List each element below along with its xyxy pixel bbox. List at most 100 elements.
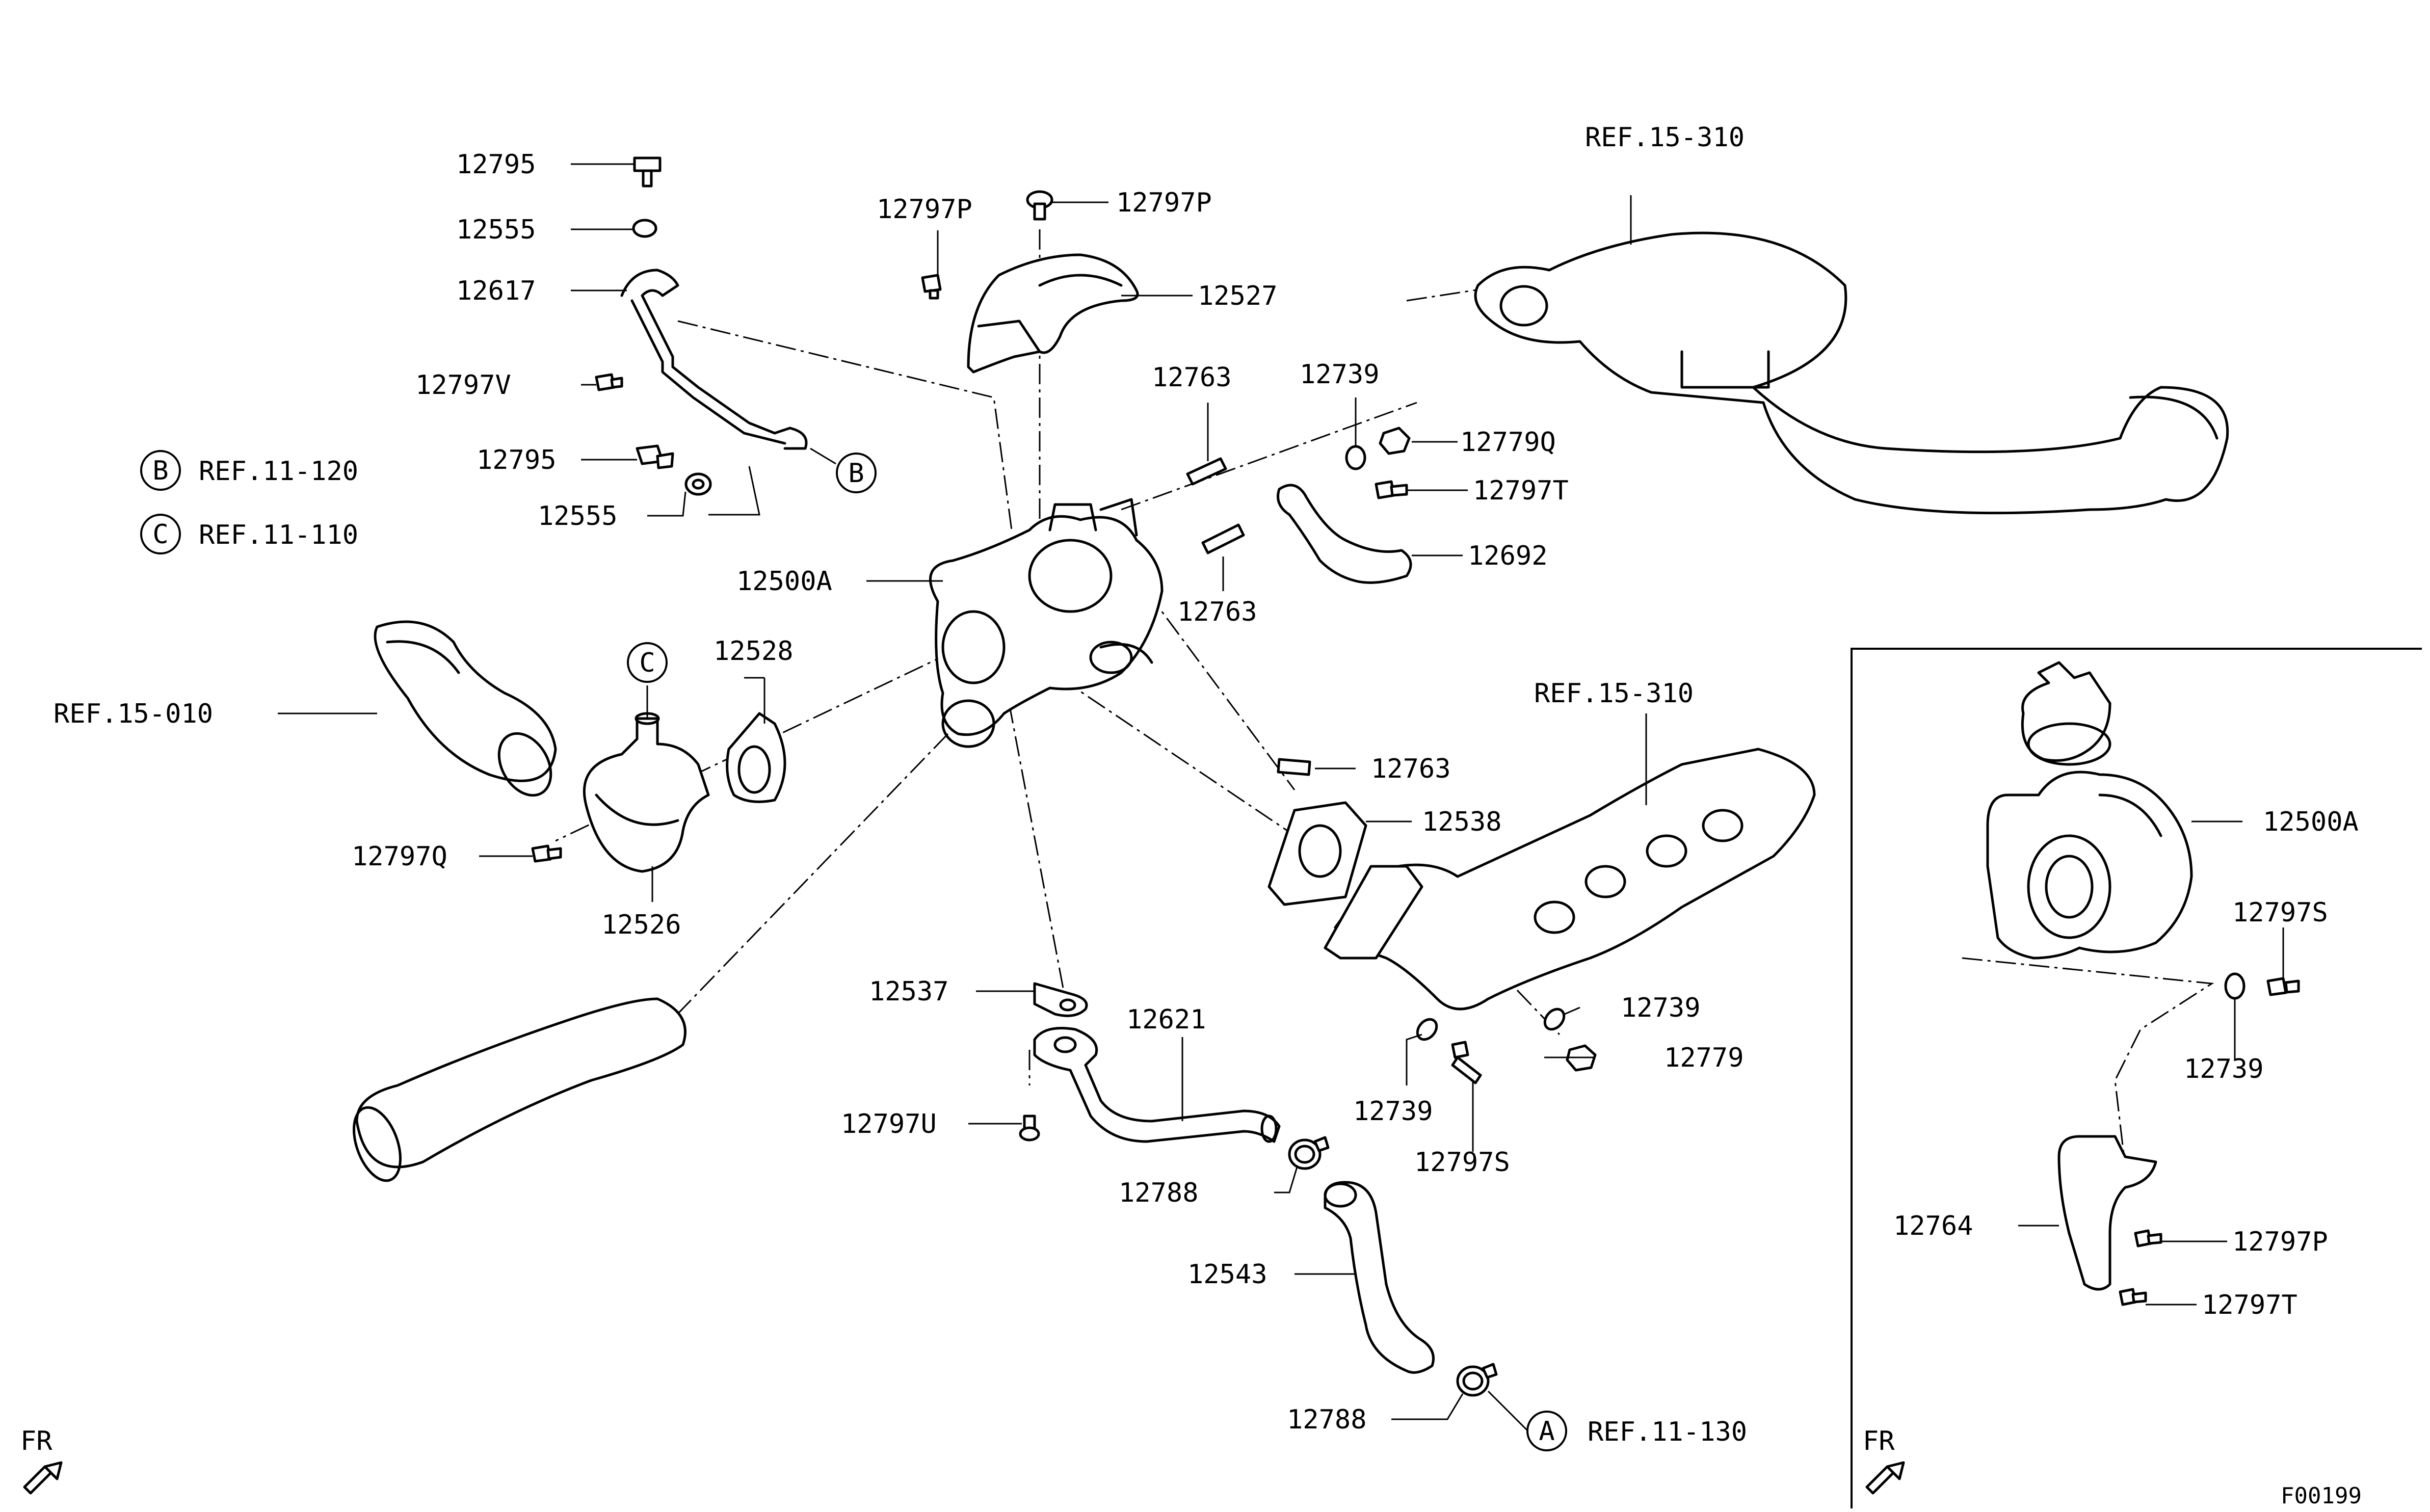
label-12763-c: 12763 [1371,754,1451,784]
turbocharger-inset [1986,661,2193,960]
callout-b-letter: B [848,458,864,489]
washer-12555-top [632,219,657,238]
washer-12739-top [1345,445,1366,470]
callout-b-marker: B [836,453,877,493]
fr-arrow-icon [23,1461,63,1495]
ref-c-marker: C [152,519,168,550]
washer-12739-b [1543,1007,1566,1031]
label-12764: 12764 [1893,1211,1973,1241]
label-12617: 12617 [456,276,536,306]
bolt-12797u [1019,1115,1040,1142]
front-indicator-main: FR [20,1426,63,1495]
oil-return-pipe [1033,1027,1281,1143]
label-12763-a: 12763 [1152,362,1232,393]
ref-b-text: REF.11-120 [199,456,358,487]
label-12779q: 12779Q [1460,427,1556,458]
label-12555-mid: 12555 [538,501,618,532]
label-12739-a: 12739 [1353,1096,1433,1127]
label-12538: 12538 [1422,807,1502,837]
ref-15-010: REF.15-010 [54,699,213,729]
gasket-12528 [726,712,786,803]
bracket-12764 [2057,1135,2157,1291]
ref-15-310-mid: REF.15-310 [1534,678,1694,709]
hose-12543 [1324,1181,1435,1374]
ref-b: B REF.11-120 [140,450,358,491]
ref-b-marker: B [152,456,168,486]
bolt-12797v [595,373,623,391]
bolt-12797s-a [1451,1041,1482,1084]
bolt-12797t [1375,480,1408,499]
label-12739-inset: 12739 [2184,1054,2264,1084]
fr-label-inset: FR [1863,1426,1895,1456]
label-12797s-inset: 12797S [2232,897,2328,928]
bolt-12797p-inset [2134,1229,2162,1248]
bolt-12797p-left [921,274,942,300]
label-12797v: 12797V [415,370,511,401]
washer-12739-a [1416,1018,1438,1041]
ref-a: A REF.11-130 [1526,1411,1747,1451]
label-12797u: 12797U [841,1109,937,1139]
bolt-12797t-inset [2119,1288,2147,1306]
air-intake-hose [374,620,557,797]
label-12797t: 12797T [1473,475,1569,506]
fr-label-main: FR [20,1426,52,1456]
label-12797p-right: 12797P [1116,188,1212,218]
label-12739-top: 12739 [1300,359,1380,390]
label-12788-b: 12788 [1287,1404,1367,1435]
label-12528: 12528 [714,636,794,667]
label-12797s-a: 12797S [1414,1147,1510,1178]
washer-12555-mid [684,472,712,496]
clamp-12788-a [1288,1136,1330,1170]
label-12797q: 12797Q [352,841,447,872]
label-12692: 12692 [1468,541,1548,571]
ref-a-marker: A [1539,1416,1554,1447]
label-12500a-main: 12500A [736,566,832,597]
label-12763-b: 12763 [1177,597,1257,627]
gasket-12537 [1033,982,1088,1017]
label-12526: 12526 [601,910,681,940]
water-outlet-12526 [583,712,710,873]
label-12795-top: 12795 [456,149,536,180]
exhaust-manifold [1334,748,1816,1011]
washer-12739-inset [2224,972,2246,1000]
label-12788-a: 12788 [1119,1178,1199,1208]
fr-arrow-inset-icon [1865,1461,1905,1495]
clamp-12788-b [1456,1363,1498,1397]
bolt-12795-top [633,156,662,188]
label-12555-top: 12555 [456,215,536,245]
inset-frame [1851,648,2422,1508]
label-12797t-inset: 12797T [2202,1290,2297,1320]
ref-c-text: REF.11-110 [199,520,358,550]
bracket-12692 [1277,484,1412,584]
label-12527: 12527 [1198,281,1278,311]
stud-12763-b [1201,523,1245,554]
ref-a-text: REF.11-130 [1588,1417,1747,1447]
nut-12779q [1379,427,1411,455]
label-12543: 12543 [1187,1259,1267,1290]
callout-c-marker: C [627,642,668,683]
label-12797p-inset: 12797P [2232,1227,2328,1257]
label-12797p-left: 12797P [877,194,972,225]
label-12795-mid: 12795 [477,445,557,475]
bolt-12795-mid [636,444,674,469]
center-lines [555,229,2214,1168]
leader-lines [278,163,2284,1433]
label-12537: 12537 [869,976,949,1007]
bolt-12797p-top [1026,190,1053,221]
diagram-code: F00199 [2281,1483,2362,1509]
turbocharger-main [929,498,1164,748]
stud-12763-c [1277,758,1311,776]
label-12500a-inset: 12500A [2263,807,2359,837]
front-indicator-inset: FR [1863,1426,1905,1495]
oil-feed-pipe [620,269,808,450]
intercooler-hose [352,997,686,1182]
label-12779: 12779 [1664,1043,1744,1073]
callout-c-letter: C [639,648,655,678]
ref-c: C REF.11-110 [140,514,358,554]
bolt-12797q [531,844,562,863]
manifold-gasket [1324,865,1423,960]
label-12739-b: 12739 [1621,993,1701,1023]
heat-shield-top [967,253,1139,374]
bolt-12797s-inset [2266,977,2300,996]
